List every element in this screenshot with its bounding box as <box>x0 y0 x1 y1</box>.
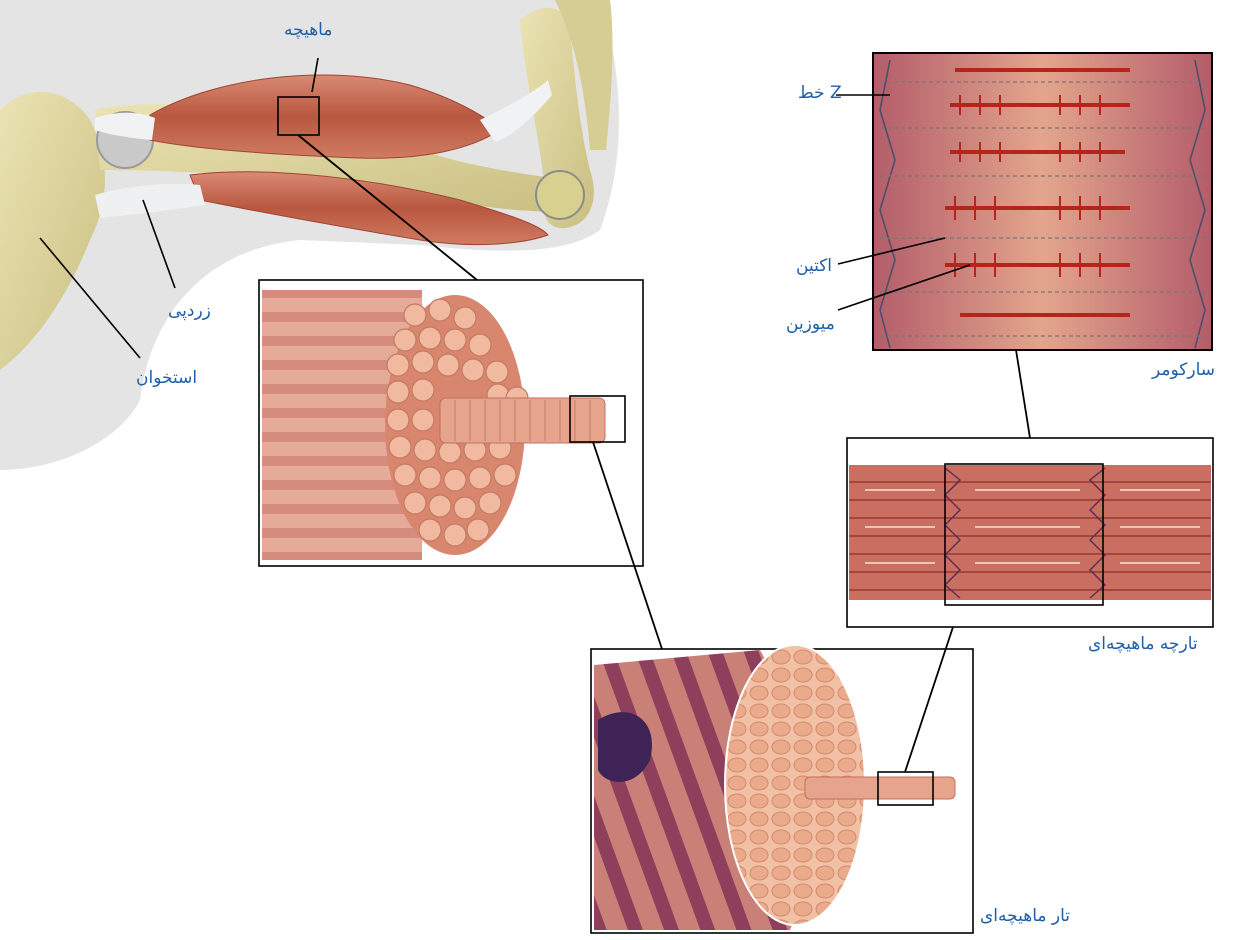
label-myosin: میوزین <box>786 316 835 333</box>
sarcomere-panel <box>873 53 1212 350</box>
label-z-line: خط Z <box>798 85 842 102</box>
label-bone: استخوان <box>136 370 197 387</box>
label-sarcomere: سارکومر <box>1152 362 1215 379</box>
label-myofibril: تارچه ماهیچه‌ای <box>1088 636 1198 653</box>
myofibril-panel <box>847 438 1213 627</box>
label-muscle: ماهیچه <box>284 22 332 39</box>
elbow-joint <box>536 171 584 219</box>
label-muscle-fiber: تار ماهیچه‌ای <box>980 908 1070 925</box>
label-tendon: زردپی <box>168 303 211 320</box>
label-actin: اکتین <box>796 258 832 275</box>
muscle-fiber-panel <box>591 645 973 933</box>
muscle-bundle-panel <box>259 280 643 566</box>
